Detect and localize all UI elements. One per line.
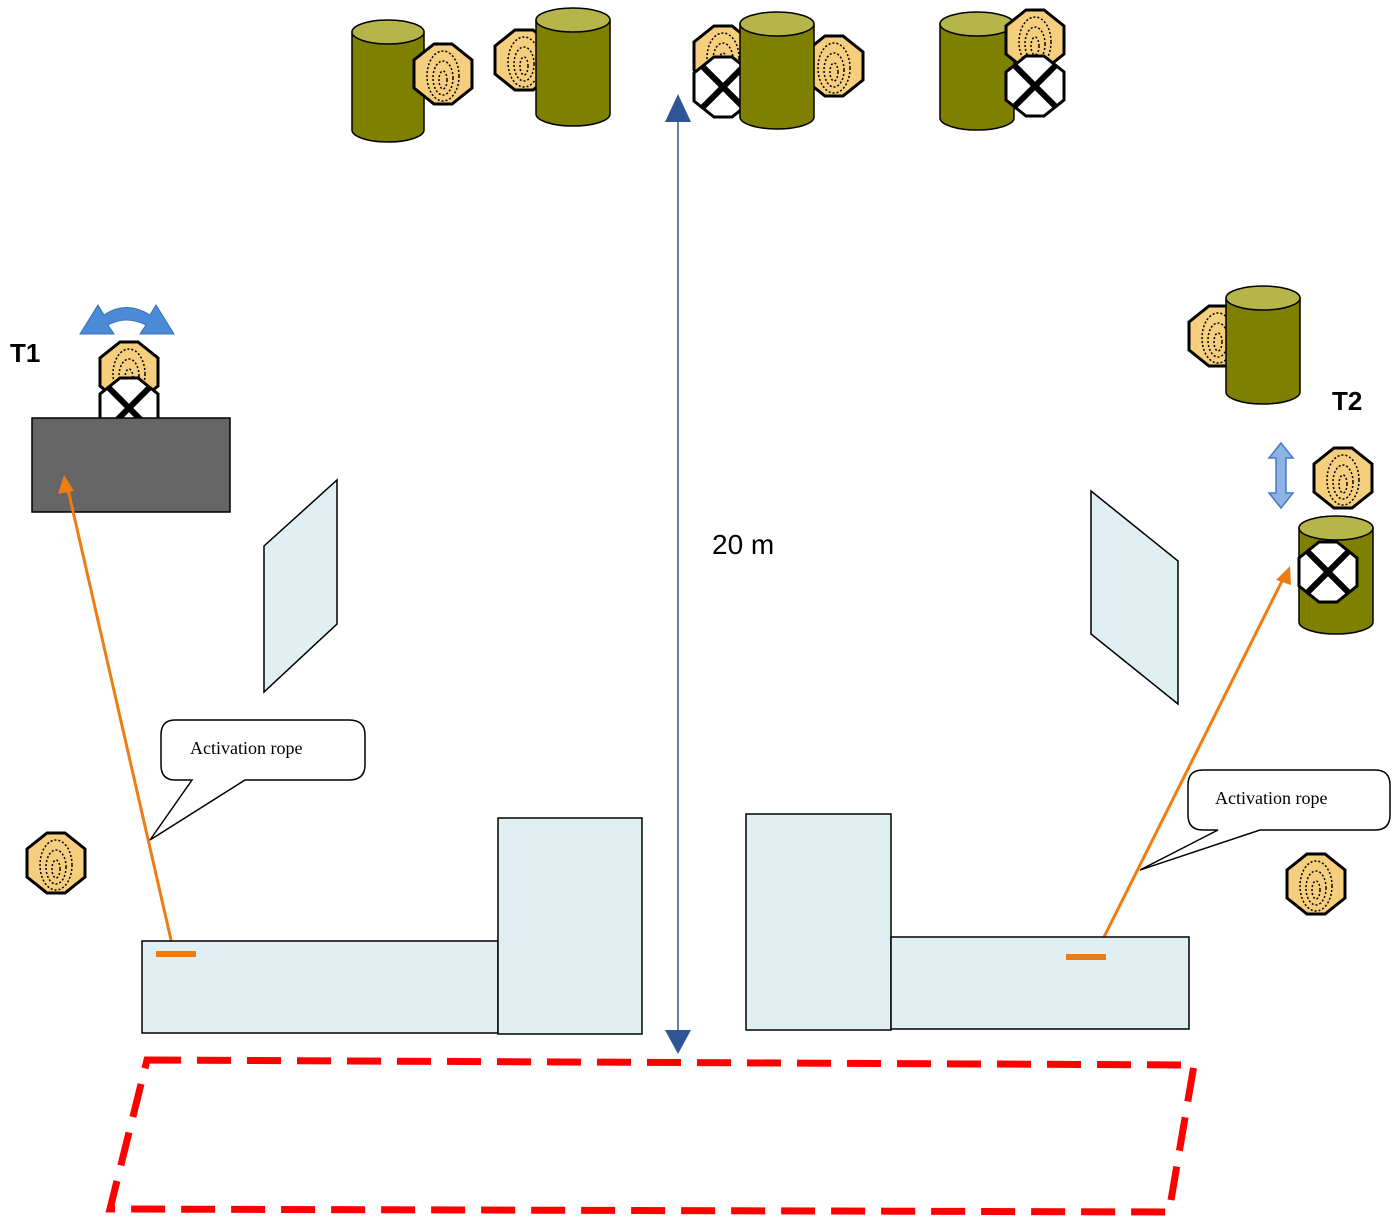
callout-left bbox=[149, 719, 366, 841]
paper-target-icon bbox=[1312, 446, 1374, 510]
no-shoot-target-icon bbox=[1006, 56, 1064, 116]
barrel-icon bbox=[939, 11, 1015, 131]
back-target-group-2 bbox=[493, 7, 611, 127]
no-shoot-target-icon bbox=[1299, 542, 1357, 602]
callout-right bbox=[1139, 769, 1391, 871]
paper-target-icon bbox=[1285, 852, 1347, 916]
barrel-icon bbox=[1225, 285, 1301, 405]
bottom-right-tall-wall bbox=[745, 813, 892, 1031]
back-target-group-3 bbox=[694, 11, 865, 130]
bottom-right-long-wall bbox=[890, 936, 1190, 1030]
back-target-group-4 bbox=[939, 8, 1064, 131]
t1-label: T1 bbox=[10, 338, 41, 368]
distance-arrow bbox=[665, 94, 691, 1054]
t2-barrel-with-noshoot bbox=[1299, 515, 1374, 635]
paper-target-icon bbox=[25, 831, 87, 895]
back-target-group-1 bbox=[351, 19, 474, 143]
paper-target-icon bbox=[412, 42, 474, 106]
distance-label: 20 m bbox=[712, 529, 775, 560]
bottom-left-tall-wall bbox=[497, 817, 643, 1035]
callout-left-text: Activation rope bbox=[190, 738, 303, 758]
barrel-icon bbox=[739, 11, 815, 130]
t1-box bbox=[31, 417, 231, 513]
t2-upper-group bbox=[1187, 285, 1301, 405]
barrel-icon bbox=[535, 7, 611, 127]
right-angled-wall bbox=[1090, 489, 1179, 706]
barrel-icon bbox=[351, 19, 425, 143]
t1-swing-arrow-icon bbox=[79, 304, 175, 335]
shooting-area bbox=[105, 1056, 1199, 1216]
bottom-left-long-wall bbox=[141, 940, 499, 1034]
callout-right-text: Activation rope bbox=[1215, 788, 1328, 808]
left-angled-wall bbox=[263, 478, 338, 694]
t2-label: T2 bbox=[1332, 386, 1363, 416]
t2-updown-arrow-icon bbox=[1267, 441, 1295, 510]
